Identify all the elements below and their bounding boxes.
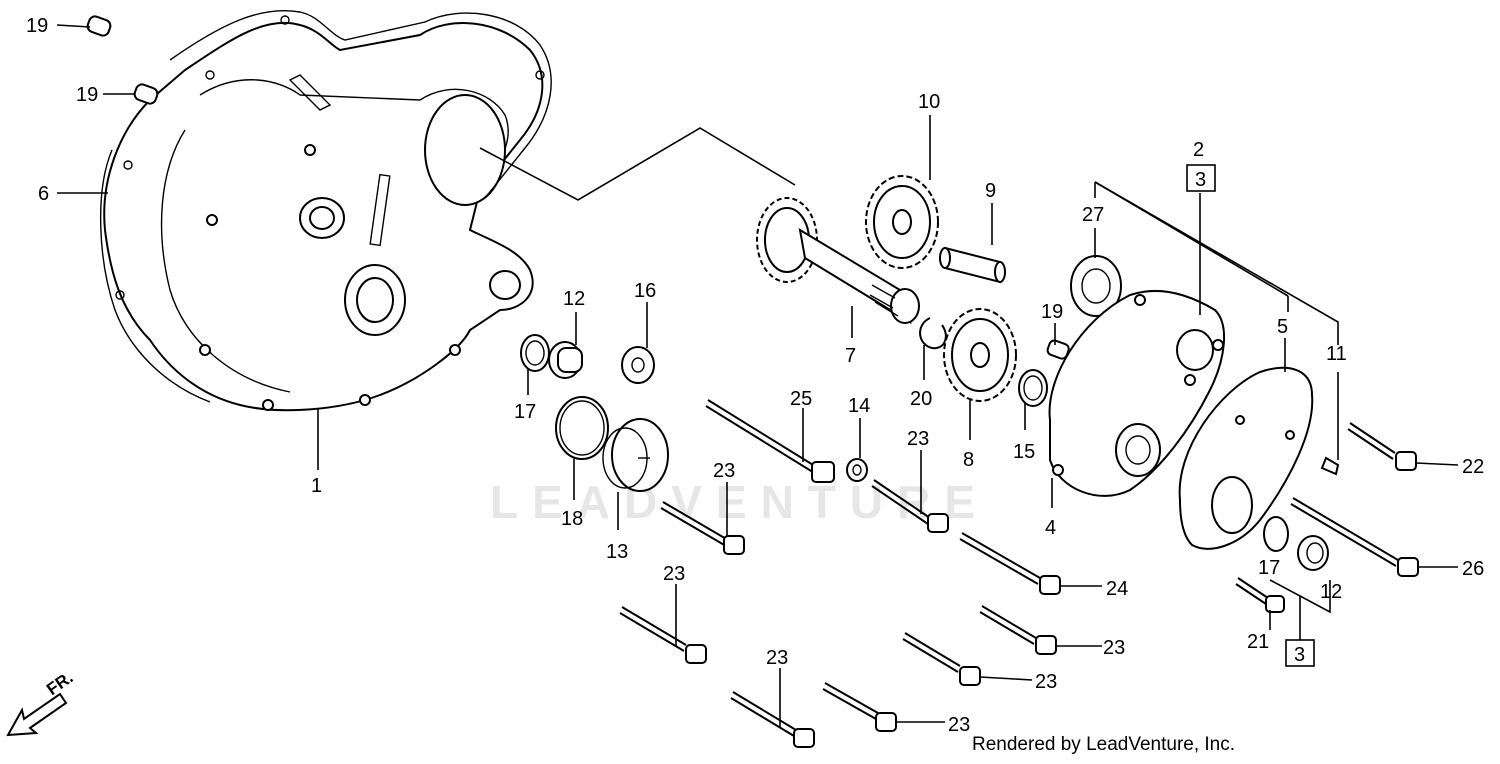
callout-13: 13 bbox=[606, 541, 628, 563]
callout-12: 12 bbox=[563, 288, 585, 310]
leader-lines bbox=[56, 24, 1459, 728]
assembly-box bbox=[1186, 164, 1216, 192]
bolts bbox=[619, 399, 1419, 748]
callout-2: 2 bbox=[1193, 139, 1204, 161]
callout-23: 23 bbox=[713, 460, 735, 482]
credit-text: Rendered by LeadVenture, Inc. bbox=[972, 734, 1236, 755]
callout-24: 24 bbox=[1106, 578, 1128, 600]
callout-26: 26 bbox=[1462, 558, 1484, 580]
callout-23: 23 bbox=[907, 428, 929, 450]
callout-27: 27 bbox=[1082, 204, 1104, 226]
callout-19: 19 bbox=[1041, 301, 1063, 323]
callout-23: 23 bbox=[766, 647, 788, 669]
seals-and-plugs-right bbox=[1263, 456, 1340, 571]
callout-22: 22 bbox=[1462, 456, 1484, 478]
callout-10: 10 bbox=[918, 91, 940, 113]
pump-body-part bbox=[1048, 289, 1226, 497]
callout-23: 23 bbox=[948, 714, 970, 736]
callout-5: 5 bbox=[1277, 316, 1288, 338]
callout-8: 8 bbox=[963, 449, 974, 471]
front-direction-label: FR. bbox=[43, 668, 76, 699]
boxed-label-3: 3 bbox=[1195, 169, 1206, 191]
callout-12: 12 bbox=[1320, 581, 1342, 603]
dowel-pin-part bbox=[86, 15, 159, 105]
callout-7: 7 bbox=[845, 345, 856, 367]
callout-19: 19 bbox=[26, 15, 48, 37]
shaft-assembly-part bbox=[756, 175, 1017, 402]
callout-23: 23 bbox=[663, 563, 685, 585]
callout-17: 17 bbox=[514, 401, 536, 423]
seals-and-plugs-left bbox=[520, 334, 669, 492]
crankcase-cover-part bbox=[103, 21, 544, 412]
boxed-label-3: 3 bbox=[1294, 644, 1305, 666]
callout-9: 9 bbox=[985, 180, 996, 202]
callout-18: 18 bbox=[561, 508, 583, 530]
callout-11: 11 bbox=[1326, 343, 1347, 365]
callout-23: 23 bbox=[1103, 637, 1125, 659]
gasket-part bbox=[99, 9, 552, 403]
callout-15: 15 bbox=[1013, 441, 1035, 463]
boxed-labels: 3 3 bbox=[1186, 164, 1315, 667]
callout-6: 6 bbox=[38, 183, 49, 205]
callout-1: 1 bbox=[311, 475, 322, 497]
callout-23: 23 bbox=[1035, 671, 1057, 693]
callout-21: 21 bbox=[1247, 631, 1269, 653]
pump-cover-part bbox=[1178, 366, 1314, 550]
callout-19: 19 bbox=[76, 84, 98, 106]
callout-17: 17 bbox=[1258, 557, 1280, 579]
callout-4: 4 bbox=[1045, 517, 1056, 539]
callout-labels: 19 19 6 1 12 16 17 18 13 10 9 7 20 8 2 2… bbox=[26, 15, 1484, 736]
assembly-box bbox=[1285, 639, 1315, 667]
callout-25: 25 bbox=[790, 388, 812, 410]
washers bbox=[846, 369, 1048, 482]
callout-14: 14 bbox=[848, 395, 870, 417]
callout-20: 20 bbox=[910, 388, 932, 410]
callout-16: 16 bbox=[634, 280, 656, 302]
front-direction-arrow: FR. bbox=[6, 668, 77, 737]
